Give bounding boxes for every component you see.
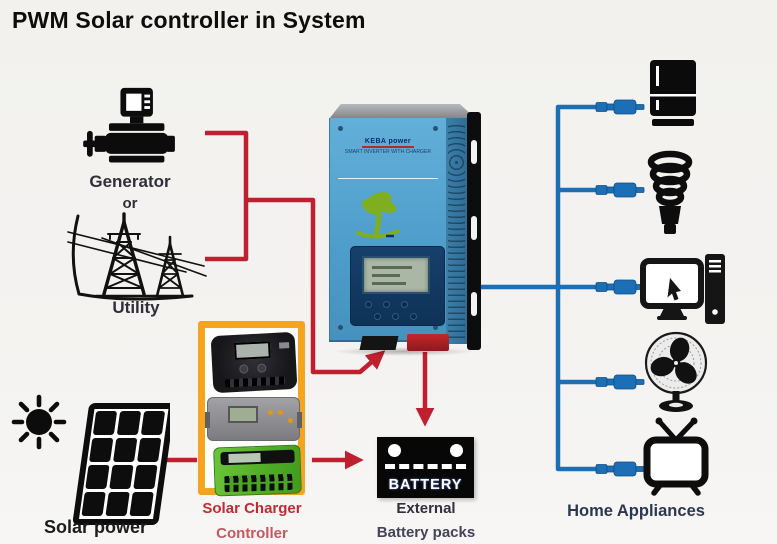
panel-divider [338, 178, 438, 179]
ac-output-lines [481, 104, 600, 472]
plug-icon [595, 182, 645, 198]
plug-icon [595, 279, 645, 295]
solar-charger-controller-box [198, 321, 305, 497]
inverter-display [350, 246, 445, 326]
charge-controller-black [210, 331, 298, 394]
lcd-screen [362, 256, 430, 294]
controller-lcd [228, 406, 258, 423]
solar-charger-label-line2: Controller [216, 525, 288, 542]
vent-grille [224, 473, 293, 493]
cfl-bulb-icon [647, 150, 693, 234]
utility-icon [67, 212, 207, 301]
solar-panel-icon [72, 403, 170, 525]
vent-grille [448, 124, 465, 338]
battery-terminal [450, 444, 463, 457]
inverter-brand-text: KEBA power [364, 138, 412, 145]
mount-tab [297, 412, 302, 428]
solar-charger-label-line1: Solar Charger [202, 500, 302, 517]
led-indicator [278, 410, 283, 415]
battery-text: BATTERY [388, 477, 463, 493]
mounting-rail [467, 112, 481, 350]
controller-button [257, 363, 267, 373]
inverter-battery-terminal [407, 334, 449, 351]
battery-terminal [388, 444, 401, 457]
inverter-subtitle-text: SMART INVERTER WITH CHARGER [344, 149, 432, 155]
solar-power-label: Solar power [43, 517, 148, 537]
battery-dash-line [385, 464, 466, 469]
inverter-branding: KEBA power SMART INVERTER WITH CHARGER [330, 138, 446, 155]
usb-port [278, 342, 290, 349]
inverter-front-panel: KEBA power SMART INVERTER WITH CHARGER [329, 118, 446, 342]
or-label: or [122, 195, 138, 212]
inverter-side-panel [446, 118, 467, 344]
controller-lcd [228, 452, 261, 463]
television-icon [643, 417, 709, 496]
led-indicator [268, 410, 273, 415]
desktop-computer-icon [640, 254, 725, 324]
plug-icons [595, 99, 645, 477]
inverter-shadow [333, 347, 475, 356]
charge-controller-green [213, 444, 302, 497]
home-appliances-label: Home Appliances [567, 502, 705, 520]
ac-source-lines [152, 130, 435, 470]
sun-icon [11, 394, 67, 450]
page-title: PWM Solar controller in System [12, 7, 366, 33]
utility-label: Utility [112, 298, 160, 317]
plug-icon [595, 374, 645, 390]
generator-icon [83, 87, 175, 163]
controller-lcd [233, 341, 271, 360]
brand-underline [362, 146, 414, 148]
fan-icon [644, 331, 708, 412]
battery-icon: BATTERY [377, 437, 474, 498]
tree-logo-icon [356, 192, 400, 239]
inverter-unit: KEBA power SMART INVERTER WITH CHARGER [327, 104, 482, 356]
plug-icon [595, 461, 645, 477]
inverter-top-panel [329, 104, 476, 119]
plug-icon [595, 99, 645, 115]
vent-grille [224, 376, 286, 388]
inverter-ac-terminal [359, 336, 399, 350]
battery-label-line1: External [396, 500, 456, 517]
charge-controller-gray [205, 397, 302, 441]
controller-button [239, 364, 249, 374]
mount-tab [205, 412, 210, 428]
refrigerator-icon [648, 60, 700, 126]
generator-label: Generator [89, 172, 171, 191]
led-indicator [288, 418, 293, 423]
battery-label-line2: Battery packs [376, 524, 476, 541]
